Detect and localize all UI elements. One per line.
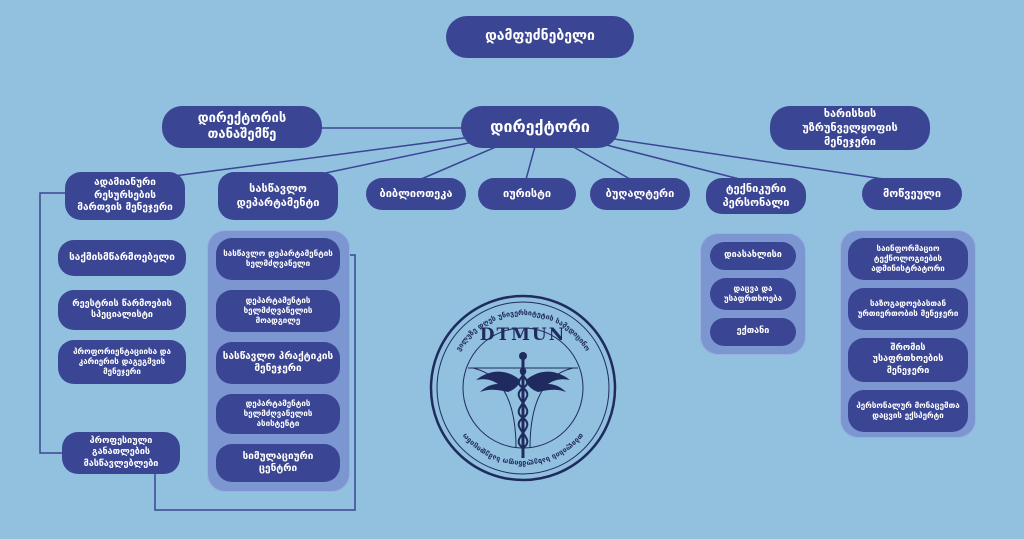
left-item-1: რეესტრის წარმოების სპეციალისტი bbox=[58, 290, 186, 330]
logo-abbr: DTMUN bbox=[480, 325, 567, 345]
prof-dev-box: პროფესიული განათლების მასწავლებლები bbox=[62, 432, 180, 474]
invited-item-2: შრომის უსაფრთხოების მენეჯერი bbox=[848, 338, 968, 382]
invited-item-1: საზოგადოებასთან ურთიერთობის მენეჯერი bbox=[848, 288, 968, 330]
invited-item-0: საინფორმაციო ტექნოლოგიების ადმინისტრატორ… bbox=[848, 238, 968, 280]
tech-item-1: დაცვა და უსაფრთხოება bbox=[710, 278, 796, 310]
tech-item-2: ექთანი bbox=[710, 318, 796, 346]
dept-item-label: სიმულაციური ცენტრი bbox=[242, 450, 314, 475]
dept-item-4: სიმულაციური ცენტრი bbox=[216, 444, 340, 482]
deputy-label: დირექტორის თანაშემწე bbox=[197, 110, 287, 142]
tech-item-0: დიასახლისი bbox=[710, 242, 796, 270]
invited-label: მოწვეული bbox=[882, 187, 942, 201]
founder-label: დამფუძნებელი bbox=[485, 28, 595, 45]
tech-staff-box: ტექნიკური პერსონალი bbox=[706, 178, 806, 214]
invited-item-label: შრომის უსაფრთხოების მენეჯერი bbox=[872, 343, 944, 376]
dept-item-3: დეპარტამენტის ხელმძღვანელის ასისტენტი bbox=[216, 394, 340, 434]
quality-box: ხარისხის უზრუნველყოფის მენეჯერი bbox=[770, 106, 930, 150]
prof-dev-label: პროფესიული განათლების მასწავლებლები bbox=[83, 436, 159, 469]
tech-item-label: დაცვა და უსაფრთხოება bbox=[723, 284, 783, 303]
library-label: ბიბლიოთეკა bbox=[379, 187, 453, 201]
library-box: ბიბლიოთეკა bbox=[366, 178, 466, 210]
accountant-label: ბუღალტერი bbox=[605, 187, 675, 201]
director-label: დირექტორი bbox=[490, 117, 590, 136]
quality-label: ხარისხის უზრუნველყოფის მენეჯერი bbox=[802, 107, 898, 148]
lawyer-label: იურისტი bbox=[502, 187, 552, 201]
invited-item-3: პერსონალურ მონაცემთა დაცვის ექსპერტი bbox=[848, 390, 968, 432]
left-item-label: რეესტრის წარმოების სპეციალისტი bbox=[72, 298, 172, 320]
left-wing-icon bbox=[476, 371, 520, 392]
left-item-label: პროფორიენტაციისა და კარიერის დაგეგმვის მ… bbox=[73, 347, 171, 376]
dept-item-label: დეპარტამენტის ხელმძღვანელის ასისტენტი bbox=[243, 399, 313, 428]
invited-box: მოწვეული bbox=[862, 178, 962, 210]
clinical-dept-label: სასწავლო დეპარტამენტი bbox=[236, 182, 320, 209]
tech-item-label: დიასახლისი bbox=[724, 250, 782, 261]
hr-box: ადამიანური რესურსების მართვის მენეჯერი bbox=[65, 172, 185, 220]
invited-item-label: საინფორმაციო ტექნოლოგიების ადმინისტრატორ… bbox=[871, 244, 945, 273]
hr-label: ადამიანური რესურსების მართვის მენეჯერი bbox=[77, 177, 173, 214]
dept-item-label: სასწავლო დეპარტამენტის ხელმძღვანელი bbox=[223, 249, 333, 268]
director-box: დირექტორი bbox=[461, 106, 619, 148]
clinical-dept-box: სასწავლო დეპარტამენტი bbox=[218, 172, 338, 220]
tech-staff-label: ტექნიკური პერსონალი bbox=[722, 182, 790, 209]
left-item-2: პროფორიენტაციისა და კარიერის დაგეგმვის მ… bbox=[58, 340, 186, 384]
founder-box: დამფუძნებელი bbox=[446, 16, 634, 58]
lawyer-box: იურისტი bbox=[478, 178, 576, 210]
deputy-box: დირექტორის თანაშემწე bbox=[162, 106, 322, 148]
invited-item-label: პერსონალურ მონაცემთა დაცვის ექსპერტი bbox=[856, 401, 960, 420]
accountant-box: ბუღალტერი bbox=[590, 178, 690, 210]
invited-item-label: საზოგადოებასთან ურთიერთობის მენეჯერი bbox=[857, 299, 959, 318]
dept-item-2: სასწავლო პრაქტიკის მენეჯერი bbox=[216, 342, 340, 384]
dept-item-label: დეპარტამენტის ხელმძღვანელის მოადგილე bbox=[243, 296, 313, 325]
dept-item-label: სასწავლო პრაქტიკის მენეჯერი bbox=[222, 350, 334, 375]
tech-item-label: ექთანი bbox=[736, 326, 770, 337]
right-wing-icon bbox=[526, 371, 570, 392]
dept-item-0: სასწავლო დეპარტამენტის ხელმძღვანელი bbox=[216, 238, 340, 280]
dept-item-1: დეპარტამენტის ხელმძღვანელის მოადგილე bbox=[216, 290, 340, 332]
left-item-0: საქმისმწარმოებელი bbox=[58, 240, 186, 276]
university-logo: DTMUN ვილუზე დღეს უნივერსიტეტის სამედიცი… bbox=[429, 294, 617, 482]
left-item-label: საქმისმწარმოებელი bbox=[69, 251, 175, 263]
